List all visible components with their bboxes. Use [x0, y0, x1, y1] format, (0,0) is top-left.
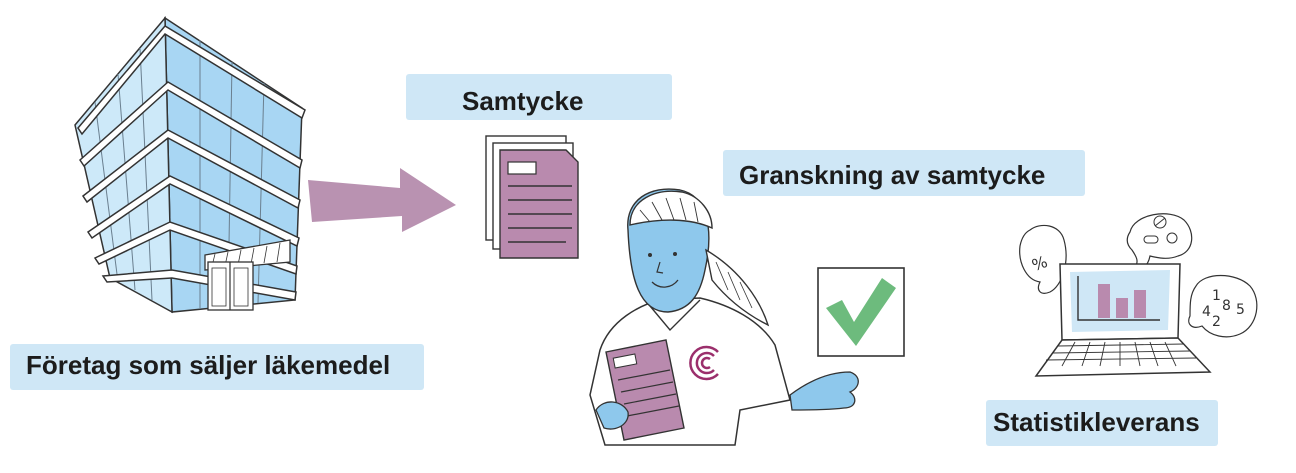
numbers-bubble-4: 4: [1202, 304, 1211, 320]
review-label: Granskning av samtycke: [739, 160, 1046, 190]
company-label: Företag som säljer läkemedel: [26, 350, 391, 380]
numbers-bubble-5: 5: [1236, 302, 1245, 318]
numbers-bubble-1: 1: [1212, 288, 1221, 304]
consent-label: Samtycke: [462, 86, 584, 116]
delivery-label: Statistikleverans: [993, 407, 1200, 437]
numbers-bubble-2: 2: [1212, 314, 1221, 330]
numbers-bubble-8: 8: [1222, 298, 1231, 314]
